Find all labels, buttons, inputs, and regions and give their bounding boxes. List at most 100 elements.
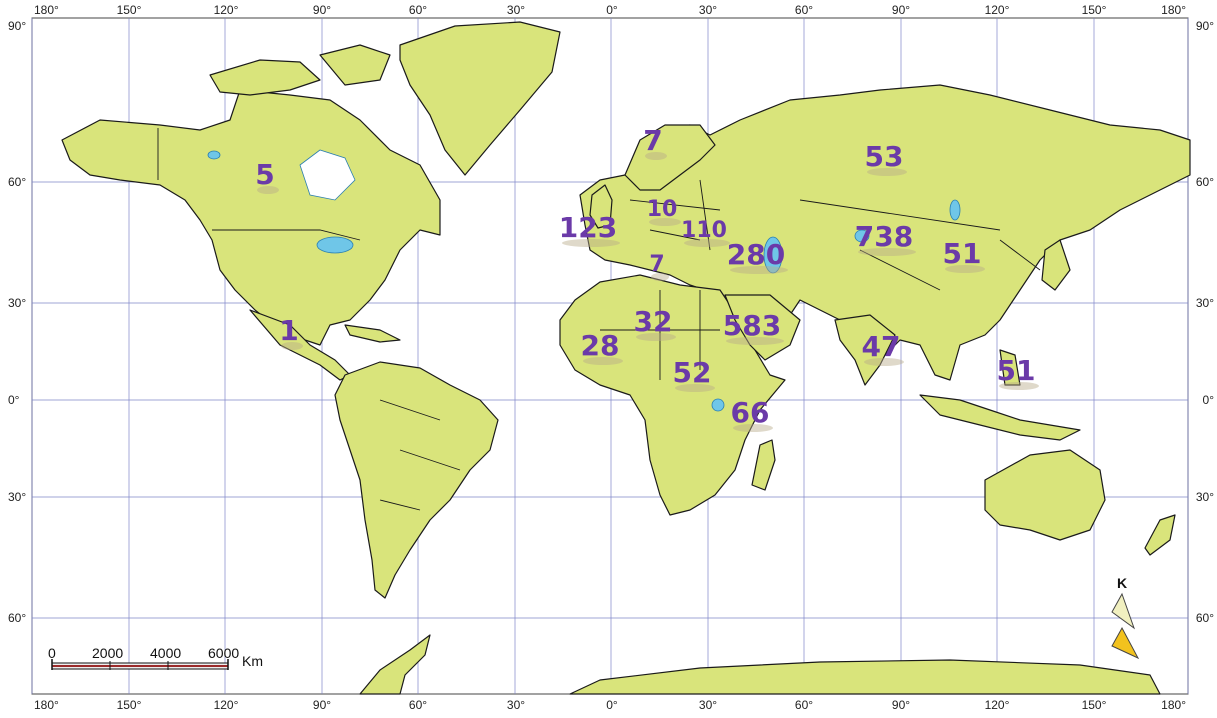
region-label-philippines: 51: [997, 354, 1036, 387]
scandinavia: [624, 124, 716, 191]
top-tick-label: 150°: [117, 3, 142, 17]
scale-tick-0: 0: [48, 645, 56, 661]
british-isles: [589, 184, 613, 229]
asia-borders: [799, 199, 1041, 291]
top-tick-label: 90°: [313, 3, 331, 17]
great-lakes: [316, 236, 354, 254]
arctic-islands-2: [319, 44, 391, 86]
bottom-tick-label: 150°: [117, 698, 142, 712]
top-tick-label: 150°: [1082, 3, 1107, 17]
africa: [559, 274, 786, 516]
scale-tick-4000: 4000: [150, 645, 181, 661]
region-label-mexico: 1: [279, 314, 298, 347]
region-label-india: 47: [862, 330, 901, 363]
right-tick-label: 0°: [1203, 393, 1215, 407]
top-tick-label: 180°: [1161, 3, 1186, 17]
label-shadow: [645, 152, 667, 160]
left-tick-labels: 90°60°30°0°30°60°: [8, 19, 26, 625]
bottom-tick-label: 180°: [34, 698, 59, 712]
landmasses: [61, 21, 1191, 695]
caribbean: [344, 324, 401, 343]
right-tick-label: 30°: [1196, 490, 1214, 504]
caspian-sea: [763, 236, 783, 274]
greenland: [399, 21, 561, 176]
left-tick-label: 30°: [8, 490, 26, 504]
region-label-turkey: 280: [727, 238, 785, 271]
label-shadow: [649, 218, 681, 226]
victoria-lake: [711, 398, 725, 412]
label-shadow: [636, 333, 676, 341]
south-america: [334, 361, 499, 599]
label-shadow: [651, 273, 669, 281]
region-label-china: 51: [943, 237, 982, 270]
top-tick-labels: 180°150°120°90°60°30°0°30°60°90°120°150°…: [34, 3, 1186, 17]
region-label-sudan: 52: [673, 356, 712, 389]
borders: [157, 128, 1041, 511]
bottom-tick-label: 150°: [1082, 698, 1107, 712]
bottom-tick-label: 120°: [985, 698, 1010, 712]
right-tick-label: 30°: [1196, 296, 1214, 310]
region-label-central-asia: 738: [855, 220, 913, 253]
europe-borders: [629, 179, 721, 251]
arctic-islands: [209, 59, 321, 96]
top-tick-label: 30°: [699, 3, 717, 17]
label-shadow: [945, 265, 985, 273]
left-tick-label: 0°: [8, 393, 20, 407]
label-shadow: [675, 384, 715, 392]
bottom-tick-label: 60°: [795, 698, 813, 712]
sa-borders: [379, 399, 461, 511]
new-zealand: [1144, 514, 1176, 556]
region-label-arabia: 583: [723, 309, 781, 342]
antarctica: [569, 659, 1161, 695]
label-shadow: [864, 358, 904, 366]
right-tick-label: 90°: [1196, 19, 1214, 33]
scale-tick-2000: 2000: [92, 645, 123, 661]
label-shadow: [733, 424, 773, 432]
scale-tick-6000: 6000: [208, 645, 239, 661]
water-bodies: [207, 150, 961, 412]
hudson-bay: [299, 149, 356, 201]
bottom-tick-label: 180°: [1161, 698, 1186, 712]
label-shadow: [730, 266, 788, 274]
label-shadow: [726, 337, 784, 345]
scale-unit: Km: [242, 653, 263, 669]
antarctic-peninsula: [359, 634, 431, 695]
indian-subcontinent: [834, 314, 896, 386]
top-tick-label: 180°: [34, 3, 59, 17]
top-tick-label: 0°: [606, 3, 618, 17]
label-shadow: [257, 186, 279, 194]
right-tick-label: 60°: [1196, 175, 1214, 189]
north-arrow-lower: [1111, 626, 1140, 660]
us-canada-border: [212, 229, 361, 241]
bottom-tick-label: 90°: [313, 698, 331, 712]
left-tick-label: 60°: [8, 611, 26, 625]
bottom-tick-label: 0°: [606, 698, 618, 712]
right-tick-labels: 90° 60° 30° 0° 30° 60°: [1196, 19, 1214, 625]
bottom-tick-labels: 180°150°120°90°60°30°0°30°60°90°120°150°…: [34, 698, 1186, 712]
bottom-tick-label: 30°: [699, 698, 717, 712]
region-label-ukraine: 110: [681, 218, 727, 243]
canada-lake: [207, 150, 221, 160]
region-label-russia: 53: [865, 140, 904, 173]
region-label-scandinavia: 7: [643, 124, 662, 157]
arabian-peninsula: [724, 294, 801, 361]
baikal-lake: [949, 199, 961, 221]
region-label-west-africa: 28: [581, 329, 620, 362]
bottom-tick-label: 90°: [892, 698, 910, 712]
right-tick-label: 60°: [1196, 611, 1214, 625]
left-tick-label: 30°: [8, 296, 26, 310]
left-tick-label: 90°: [8, 19, 26, 33]
region-label-central-europe: 10: [647, 197, 678, 222]
top-tick-label: 30°: [507, 3, 525, 17]
indonesia: [919, 394, 1081, 441]
north-arrow-upper: [1111, 592, 1136, 630]
australia: [984, 449, 1106, 541]
region-label-uk: 123: [559, 211, 617, 244]
region-label-italy: 7: [649, 252, 664, 277]
region-label-east-africa: 66: [731, 396, 770, 429]
aral-lake: [854, 229, 870, 243]
top-tick-label: 120°: [214, 3, 239, 17]
label-shadow: [562, 239, 620, 247]
